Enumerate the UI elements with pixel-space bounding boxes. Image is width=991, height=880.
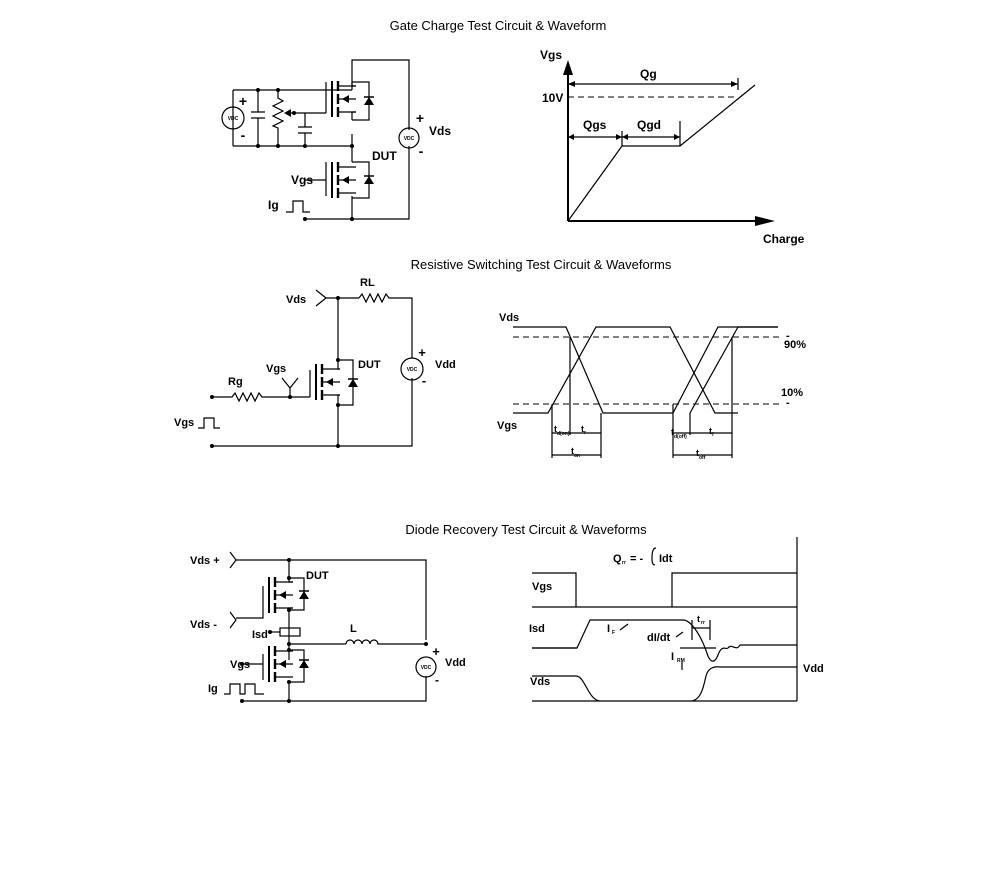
svg-text:-: - — [435, 673, 439, 687]
svg-text:+: + — [416, 110, 424, 126]
svg-text:Vds -: Vds - — [190, 619, 217, 631]
diode-title: Diode Recovery Test Circuit & Waveforms — [405, 522, 647, 537]
gate-charge-waveform: Vgs Charge 10V Qg Qgs Qgd — [540, 48, 805, 246]
svg-text:+: + — [239, 93, 247, 109]
svg-text:-: - — [786, 330, 790, 342]
resistive-switching-section: Resistive Switching Test Circuit & Wavef… — [174, 257, 806, 461]
svg-text:+: + — [432, 644, 440, 659]
svg-text:Isd: Isd — [252, 629, 268, 641]
svg-text:off: off — [699, 455, 706, 461]
svg-text:Vds: Vds — [429, 124, 451, 138]
svg-text:VDC: VDC — [228, 116, 239, 122]
svg-text:-: - — [241, 127, 246, 143]
svg-text:Vds +: Vds + — [190, 555, 220, 567]
svg-text:Charge: Charge — [763, 232, 805, 246]
svg-text:Vgs: Vgs — [230, 659, 250, 671]
svg-text:rr: rr — [701, 620, 705, 626]
svg-text:= -: = - — [630, 553, 643, 565]
svg-text:Vgs: Vgs — [291, 173, 313, 187]
svg-text:Rg: Rg — [228, 376, 243, 388]
svg-text:d(off): d(off) — [674, 434, 687, 440]
resistive-circuit: Vds RL DUT Vgs Rg VDC + - Vdd Vgs — [174, 277, 456, 448]
svg-text:10V: 10V — [542, 91, 563, 105]
svg-text:Vgs: Vgs — [266, 363, 286, 375]
svg-text:RL: RL — [360, 277, 375, 289]
svg-text:Qgd: Qgd — [637, 118, 661, 132]
svg-text:Vdd: Vdd — [803, 663, 824, 675]
svg-text:Vds: Vds — [499, 312, 519, 324]
svg-text:I: I — [671, 651, 674, 663]
svg-text:RM: RM — [677, 658, 685, 664]
svg-text:Qgs: Qgs — [583, 118, 607, 132]
gate-charge-section: Gate Charge Test Circuit & Waveform VDC … — [221, 18, 805, 246]
svg-text:DUT: DUT — [358, 359, 381, 371]
svg-text:VDC: VDC — [404, 136, 415, 142]
svg-text:F: F — [612, 630, 615, 636]
svg-text:rr: rr — [622, 560, 626, 566]
gate-charge-mosfet-upper — [325, 79, 375, 121]
svg-text:Vgs: Vgs — [497, 420, 517, 432]
svg-text:Vds: Vds — [286, 294, 306, 306]
svg-text:-: - — [422, 373, 426, 388]
svg-text:Vgs: Vgs — [174, 417, 194, 429]
svg-text:Vdd: Vdd — [445, 657, 466, 669]
svg-text:t: t — [581, 424, 584, 434]
svg-text:t: t — [671, 427, 674, 437]
svg-text:t: t — [697, 614, 700, 624]
svg-text:DUT: DUT — [372, 149, 397, 163]
svg-text:f: f — [712, 432, 714, 438]
resistive-mosfet — [309, 359, 359, 446]
svg-text:I: I — [607, 623, 610, 635]
svg-text:Vds: Vds — [530, 676, 550, 688]
svg-text:t: t — [554, 424, 557, 434]
diode-upper-mosfet — [236, 575, 310, 628]
svg-text:Ig: Ig — [268, 198, 279, 212]
svg-text:dI/dt: dI/dt — [647, 632, 671, 644]
diode-vdc-source — [415, 656, 437, 678]
resistive-vdc-source — [400, 357, 424, 381]
svg-text:Idt: Idt — [659, 553, 673, 565]
diode-lower-mosfet — [242, 644, 310, 701]
svg-text:t: t — [696, 448, 699, 458]
gate-charge-mosfet-lower — [305, 160, 375, 200]
svg-text:VDC: VDC — [421, 665, 432, 671]
svg-text:d(on): d(on) — [557, 431, 570, 437]
diode-recovery-section: Diode Recovery Test Circuit & Waveforms … — [190, 522, 824, 703]
svg-text:L: L — [350, 623, 357, 635]
svg-text:Isd: Isd — [529, 623, 545, 635]
svg-text:10%: 10% — [781, 387, 803, 399]
svg-text:Vdd: Vdd — [435, 359, 456, 371]
svg-text:+: + — [418, 345, 426, 360]
vdc-source-right — [398, 127, 420, 149]
svg-text:-: - — [786, 397, 790, 409]
svg-text:Q: Q — [613, 553, 622, 565]
gate-charge-circuit: VDC + - — [221, 59, 451, 221]
svg-text:DUT: DUT — [306, 570, 329, 582]
svg-text:t: t — [571, 446, 574, 456]
resistive-waveform: - - Vds Vgs 90% 10% t d(on) t r t on t d… — [497, 312, 806, 461]
diode-circuit: Vds + DUT Vds - Isd L — [190, 551, 466, 703]
svg-text:Vgs: Vgs — [540, 48, 562, 62]
svg-text:90%: 90% — [784, 339, 806, 351]
svg-text:VDC: VDC — [407, 367, 418, 373]
diode-waveform: Q rr = - Idt Vgs Isd I F dI/dt t rr I RM… — [529, 537, 824, 702]
svg-text:Qg: Qg — [640, 67, 657, 81]
svg-text:-: - — [419, 143, 424, 159]
vdc-source-left — [221, 106, 245, 130]
svg-text:t: t — [709, 426, 712, 436]
gate-charge-title: Gate Charge Test Circuit & Waveform — [390, 18, 607, 33]
svg-text:r: r — [584, 430, 586, 436]
resistive-title: Resistive Switching Test Circuit & Wavef… — [411, 257, 672, 272]
svg-text:on: on — [574, 453, 580, 459]
svg-text:Ig: Ig — [208, 683, 218, 695]
svg-text:Vgs: Vgs — [532, 581, 552, 593]
